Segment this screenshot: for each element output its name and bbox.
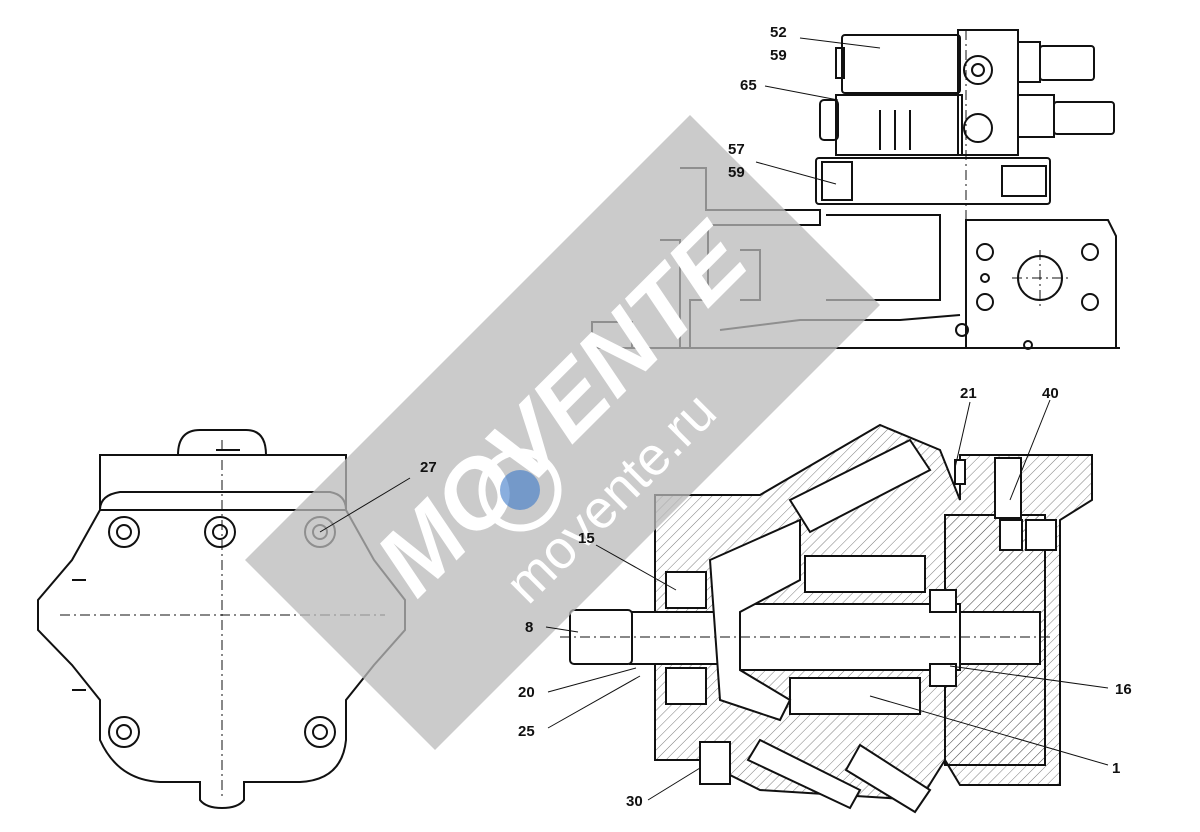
section-view-pump xyxy=(569,423,1093,814)
callout-59-lower: 59 xyxy=(728,164,745,181)
callout-16: 16 xyxy=(1115,681,1132,698)
callout-57: 57 xyxy=(728,141,745,158)
callout-20: 20 xyxy=(518,684,535,701)
callout-25: 25 xyxy=(518,723,535,740)
callout-52: 52 xyxy=(770,24,787,41)
top-view-centerlines xyxy=(965,30,1068,348)
watermark-logo-core xyxy=(500,470,540,510)
watermark-logo-ring xyxy=(478,448,562,532)
callout-labels: 52 59 65 57 59 21 40 27 15 8 16 20 25 1 … xyxy=(420,24,1132,810)
callout-59-upper: 59 xyxy=(770,47,787,64)
callout-65: 65 xyxy=(740,77,757,94)
callout-1: 1 xyxy=(1112,760,1120,777)
callout-30: 30 xyxy=(626,793,643,810)
callout-21: 21 xyxy=(960,385,977,402)
callout-15: 15 xyxy=(578,530,595,547)
end-view-centerline xyxy=(60,440,385,800)
callout-27: 27 xyxy=(420,459,437,476)
callout-40: 40 xyxy=(1042,385,1059,402)
callout-8: 8 xyxy=(525,619,533,636)
leader-lines xyxy=(319,37,1109,801)
